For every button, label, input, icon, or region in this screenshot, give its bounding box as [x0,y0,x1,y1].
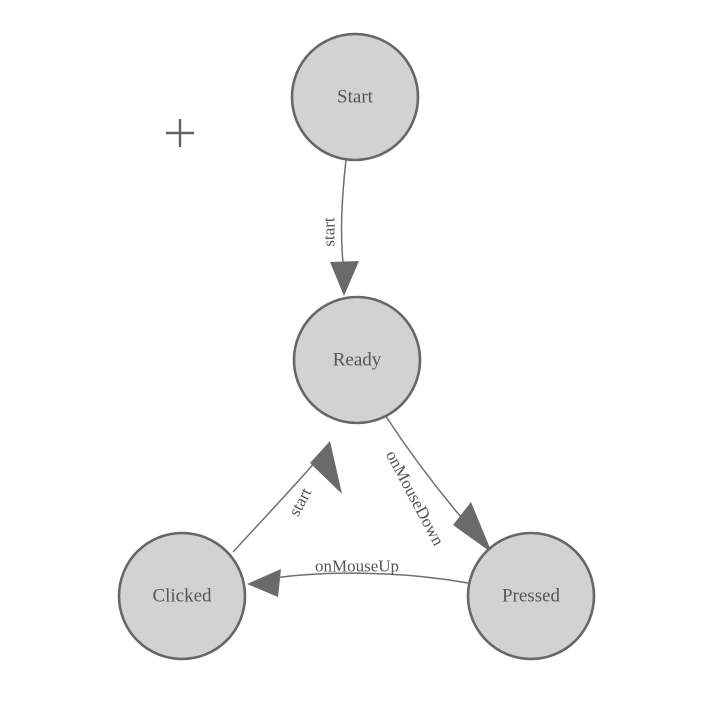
state-node-ready[interactable]: Ready [292,295,422,425]
state-node-pressed-label: Pressed [502,586,561,607]
edge-ready-to-pressed[interactable]: onMouseDown [382,414,492,553]
state-node-clicked[interactable]: Clicked [117,531,247,661]
state-node-ready-circle [292,295,422,425]
state-node-pressed-circle [466,531,596,661]
edge-clicked-to-ready[interactable]: start [232,441,342,553]
state-node-ready-label: Ready [333,350,382,371]
edge-label-pressed-to-clicked: onMouseUp [315,557,399,576]
state-node-start-label: Start [337,87,374,108]
edge-label-ready-to-pressed: onMouseDown [382,447,448,549]
edge-pressed-to-clicked-path [261,572,469,584]
edge-clicked-to-ready-arrowhead [310,441,342,494]
state-node-start[interactable]: Start [290,32,420,162]
edge-start-to-ready[interactable]: start [320,159,360,296]
edge-label-start-to-ready: start [320,217,339,247]
state-node-clicked-circle [117,531,247,661]
state-node-start-circle [290,32,420,162]
edge-label-clicked-to-ready: start [285,484,316,519]
state-node-clicked-label: Clicked [152,586,212,607]
edge-start-to-ready-path [340,159,347,273]
edge-pressed-to-clicked[interactable]: onMouseUp [247,557,469,598]
state-node-pressed[interactable]: Pressed [466,531,596,661]
edge-ready-to-pressed-arrowhead [453,502,492,553]
edge-pressed-to-clicked-arrowhead [247,569,281,597]
crosshair-icon[interactable] [166,119,194,147]
edge-start-to-ready-arrowhead [330,261,359,296]
